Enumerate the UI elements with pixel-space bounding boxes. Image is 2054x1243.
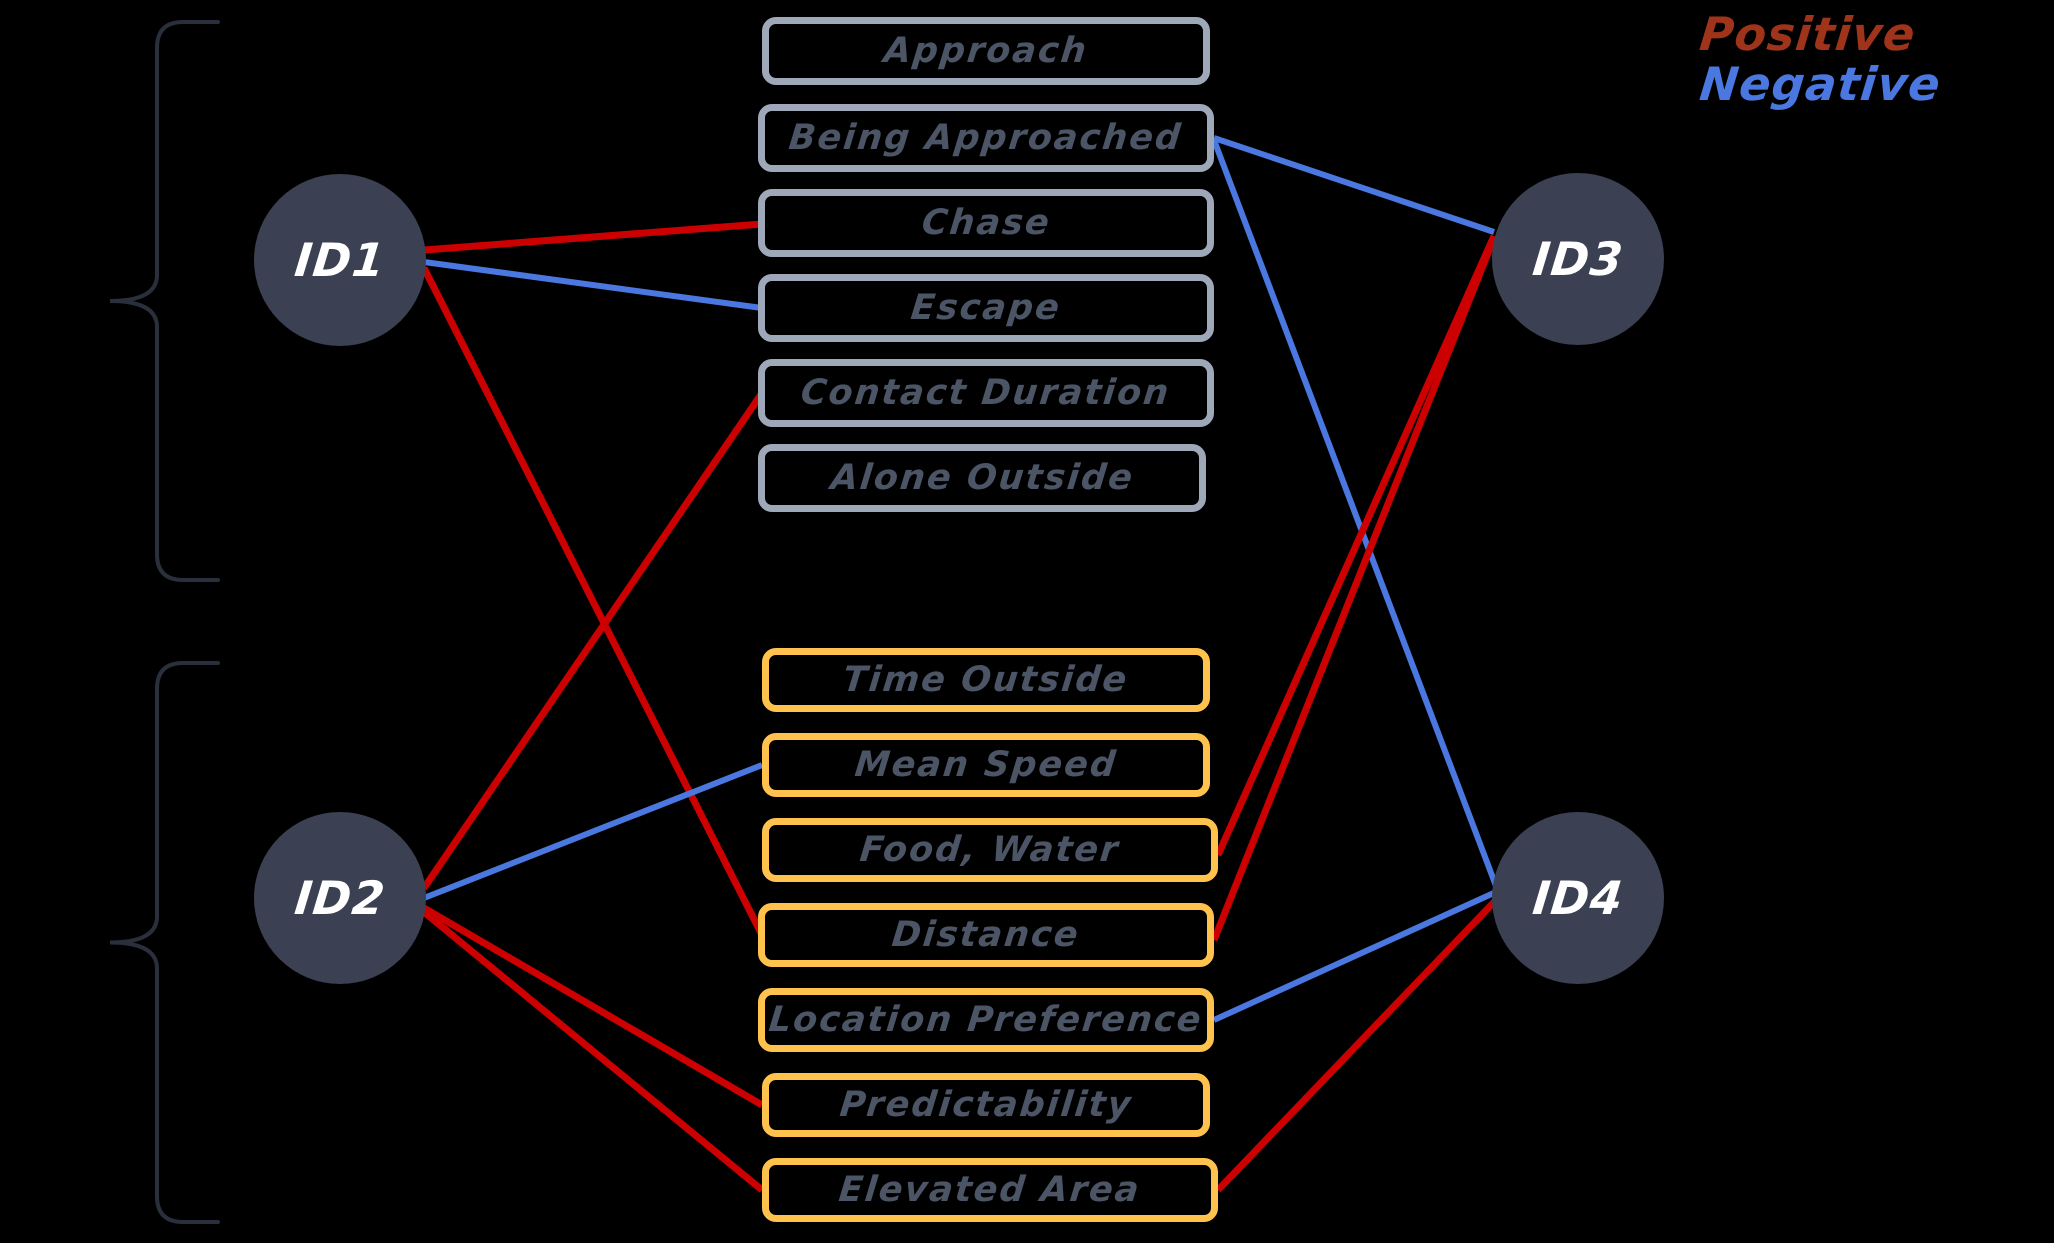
legend-negative-label: Negative (1697, 56, 1944, 111)
variable-label-approach: Approach (881, 31, 1090, 71)
node-label-id4: ID4 (1530, 871, 1626, 925)
variable-label-alone-outside: Alone Outside (828, 458, 1136, 498)
variable-box-being-approached[interactable]: Being Approached (758, 104, 1214, 172)
variable-label-escape: Escape (908, 288, 1064, 328)
edge-id3-distance[interactable] (1210, 236, 1498, 942)
variable-label-contact-duration: Contact Duration (799, 373, 1173, 413)
variable-label-food-water: Food, Water (858, 830, 1122, 870)
node-id2[interactable]: ID2 (254, 812, 426, 984)
variable-label-being-approached: Being Approached (787, 118, 1185, 158)
variable-box-chase[interactable]: Chase (758, 189, 1214, 257)
variable-box-elevated-area[interactable]: Elevated Area (762, 1158, 1218, 1222)
legend: Positive Negative (1697, 7, 1944, 111)
edge-id1-escape[interactable] (423, 259, 763, 311)
variable-box-mean-speed[interactable]: Mean Speed (762, 733, 1210, 797)
edge-id1-distance[interactable] (420, 266, 766, 937)
variable-box-food-water[interactable]: Food, Water (762, 818, 1218, 882)
node-id3[interactable]: ID3 (1492, 173, 1664, 345)
variable-box-predictability[interactable]: Predictability (762, 1073, 1210, 1137)
edge-id2-predictability[interactable] (422, 904, 764, 1109)
variable-label-time-outside: Time Outside (841, 660, 1131, 700)
variable-label-elevated-area: Elevated Area (837, 1170, 1143, 1210)
node-id4[interactable]: ID4 (1492, 812, 1664, 984)
variable-box-location-preference[interactable]: Location Preference (758, 988, 1214, 1052)
edge-being-approached-id3[interactable] (1213, 135, 1495, 235)
variable-label-location-preference: Location Preference (767, 1000, 1205, 1040)
variable-box-contact-duration[interactable]: Contact Duration (758, 359, 1214, 427)
variable-box-time-outside[interactable]: Time Outside (762, 648, 1210, 712)
variable-box-approach[interactable]: Approach (762, 17, 1210, 85)
variable-label-distance: Distance (890, 915, 1082, 955)
variable-label-predictability: Predictability (837, 1085, 1135, 1125)
edge-id2-contact-duration[interactable] (421, 391, 765, 890)
variable-box-alone-outside[interactable]: Alone Outside (758, 444, 1206, 512)
edge-id4-location-preference[interactable] (1212, 889, 1498, 1023)
variable-box-escape[interactable]: Escape (758, 274, 1214, 342)
variable-label-mean-speed: Mean Speed (852, 745, 1120, 785)
edge-id2-elevated-area[interactable] (421, 909, 765, 1193)
edge-being-approached-id4[interactable] (1211, 138, 1499, 888)
group-brace-spatial (109, 661, 220, 1224)
legend-positive-label: Positive (1697, 7, 1919, 61)
node-label-id3: ID3 (1530, 232, 1626, 286)
edge-id1-chase[interactable] (423, 220, 763, 254)
edge-id4-elevated-area[interactable] (1215, 897, 1499, 1193)
variable-box-distance[interactable]: Distance (758, 903, 1214, 967)
node-id1[interactable]: ID1 (254, 174, 426, 346)
variable-label-chase: Chase (919, 203, 1053, 243)
node-label-id2: ID2 (292, 871, 388, 925)
group-brace-behaviour (109, 20, 220, 582)
node-label-id1: ID1 (292, 233, 388, 287)
edge-id3-food-water[interactable] (1214, 234, 1498, 857)
edge-id2-mean-speed[interactable] (422, 762, 764, 901)
